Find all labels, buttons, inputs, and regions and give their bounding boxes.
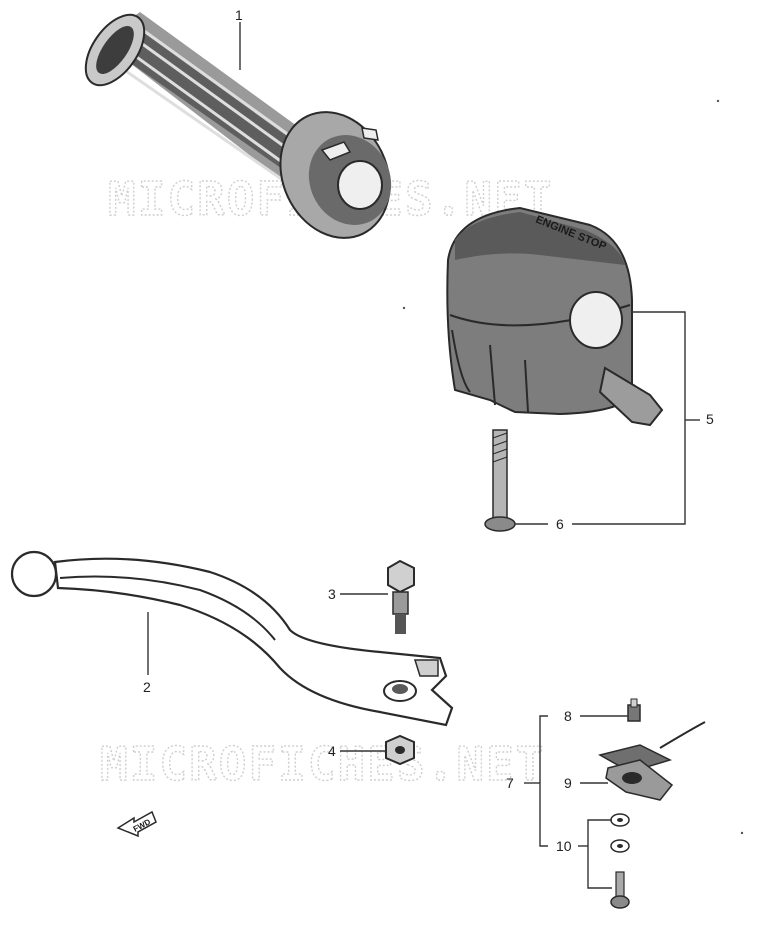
screw-part[interactable] (484, 429, 516, 532)
speck (402, 306, 406, 310)
callout-washer-set: 10 (556, 838, 572, 854)
washer-set-part[interactable] (610, 813, 630, 909)
callout-switch-body: 9 (564, 775, 572, 791)
callout-6-bg (548, 514, 572, 534)
callout-switch-set: 7 (506, 775, 514, 791)
fwd-arrow-icon: FWD (116, 810, 157, 838)
terminal-part[interactable] (627, 698, 641, 722)
switch-body-part[interactable] (597, 721, 706, 801)
callout-grip: 1 (235, 7, 243, 23)
switch-set-bracket (539, 715, 548, 847)
switch-housing-part[interactable]: ENGINE STOP (446, 206, 664, 427)
watermark-bottom: MICROFICHES.NET (100, 737, 545, 791)
lever-part[interactable] (10, 550, 454, 727)
callout-terminal: 8 (564, 708, 572, 724)
grip-part[interactable] (74, 5, 410, 256)
callout-lever: 2 (143, 679, 151, 695)
switch-bracket (515, 311, 686, 525)
washer-bracket (587, 819, 612, 889)
callout-bolt: 3 (328, 586, 336, 602)
bolt-part[interactable] (387, 559, 415, 634)
speck (740, 831, 744, 835)
speck (716, 99, 720, 103)
callout-screw: 6 (556, 516, 564, 532)
callout-nut: 4 (328, 743, 336, 759)
nut-part[interactable] (385, 734, 415, 766)
callout-switch-assembly: 5 (706, 411, 714, 427)
